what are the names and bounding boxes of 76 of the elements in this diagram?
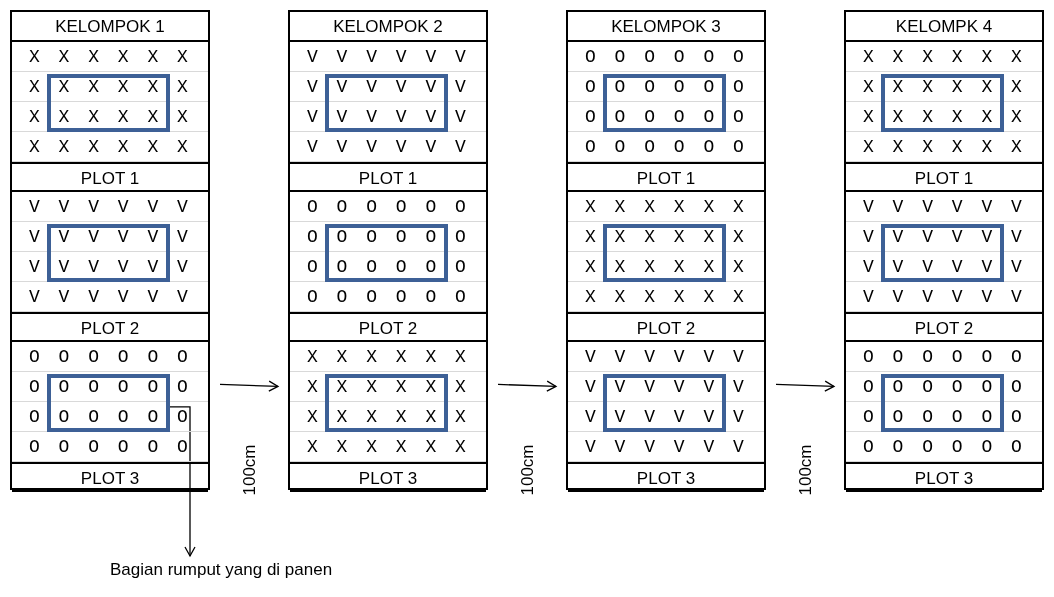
- group-header: KELOMPOK 1: [12, 12, 208, 42]
- plant-row: O O O O O O: [568, 72, 764, 102]
- group-header: KELOMPOK 2: [290, 12, 486, 42]
- plant-row: O O O O O O: [846, 402, 1042, 432]
- plant-row: V V V V V V: [12, 192, 208, 222]
- plant-row: V V V V V V: [290, 102, 486, 132]
- arrow: [219, 380, 279, 392]
- plant-row: O O O O O O: [846, 342, 1042, 372]
- plant-row: X X X X X X: [290, 372, 486, 402]
- plant-row: O O O O O O: [290, 252, 486, 282]
- plant-row: V V V V V V: [846, 252, 1042, 282]
- dimension-label: 100cm: [517, 444, 538, 496]
- plant-row: X X X X X X: [12, 132, 208, 162]
- dimension-label: 100cm: [795, 444, 816, 496]
- plant-row: O O O O O O: [568, 42, 764, 72]
- plot-label: PLOT 2: [568, 312, 764, 342]
- plant-row: V V V V V V: [846, 192, 1042, 222]
- plant-row: X X X X X X: [846, 102, 1042, 132]
- plot-label: PLOT 1: [12, 162, 208, 192]
- plant-row: X X X X X X: [290, 402, 486, 432]
- plant-row: X X X X X X: [12, 102, 208, 132]
- plant-row: X X X X X X: [568, 222, 764, 252]
- plant-row: V V V V V V: [290, 132, 486, 162]
- plant-row: X X X X X X: [568, 282, 764, 312]
- group-column: [10, 10, 210, 490]
- plot-label: PLOT 3: [568, 462, 764, 492]
- plant-row: X X X X X X: [12, 42, 208, 72]
- plant-row: X X X X X X: [846, 72, 1042, 102]
- plant-row: O O O O O O: [290, 282, 486, 312]
- plant-row: O O O O O O: [12, 432, 208, 462]
- plant-row: V V V V V V: [12, 252, 208, 282]
- plot-label: PLOT 2: [290, 312, 486, 342]
- plant-row: X X X X X X: [568, 252, 764, 282]
- plot-label: PLOT 2: [12, 312, 208, 342]
- plant-row: V V V V V V: [290, 42, 486, 72]
- plant-row: O O O O O O: [568, 132, 764, 162]
- group-column: [566, 10, 766, 490]
- plot-label: PLOT 3: [290, 462, 486, 492]
- group-column: [288, 10, 488, 490]
- dimension-label: 100cm: [239, 444, 260, 496]
- plant-row: O O O O O O: [12, 402, 208, 432]
- plant-row: O O O O O O: [568, 102, 764, 132]
- plant-row: O O O O O O: [290, 192, 486, 222]
- annotation-text: Bagian rumput yang di panen: [110, 560, 333, 580]
- plant-row: V V V V V V: [290, 72, 486, 102]
- plant-row: V V V V V V: [12, 282, 208, 312]
- plant-row: V V V V V V: [568, 432, 764, 462]
- plant-row: V V V V V V: [568, 372, 764, 402]
- plant-row: V V V V V V: [12, 222, 208, 252]
- plot-label: PLOT 3: [846, 462, 1042, 492]
- plant-row: O O O O O O: [846, 432, 1042, 462]
- plant-row: V V V V V V: [846, 282, 1042, 312]
- plant-row: X X X X X X: [290, 342, 486, 372]
- plant-row: X X X X X X: [12, 72, 208, 102]
- arrow: [497, 380, 557, 392]
- plot-label: PLOT 3: [12, 462, 208, 492]
- group-header: KELOMPK 4: [846, 12, 1042, 42]
- plant-row: X X X X X X: [846, 132, 1042, 162]
- plot-label: PLOT 1: [846, 162, 1042, 192]
- plant-row: O O O O O O: [290, 222, 486, 252]
- plant-row: V V V V V V: [568, 402, 764, 432]
- plant-row: X X X X X X: [568, 192, 764, 222]
- plot-label: PLOT 2: [846, 312, 1042, 342]
- plot-label: PLOT 1: [568, 162, 764, 192]
- plant-row: O O O O O O: [12, 342, 208, 372]
- group-header: KELOMPOK 3: [568, 12, 764, 42]
- plant-row: V V V V V V: [568, 342, 764, 372]
- group-column: [844, 10, 1044, 490]
- plant-row: V V V V V V: [846, 222, 1042, 252]
- arrow: [775, 380, 835, 392]
- plant-row: X X X X X X: [290, 432, 486, 462]
- leader-line: [169, 406, 196, 557]
- plant-row: O O O O O O: [12, 372, 208, 402]
- plant-row: O O O O O O: [846, 372, 1042, 402]
- plant-row: X X X X X X: [846, 42, 1042, 72]
- plot-label: PLOT 1: [290, 162, 486, 192]
